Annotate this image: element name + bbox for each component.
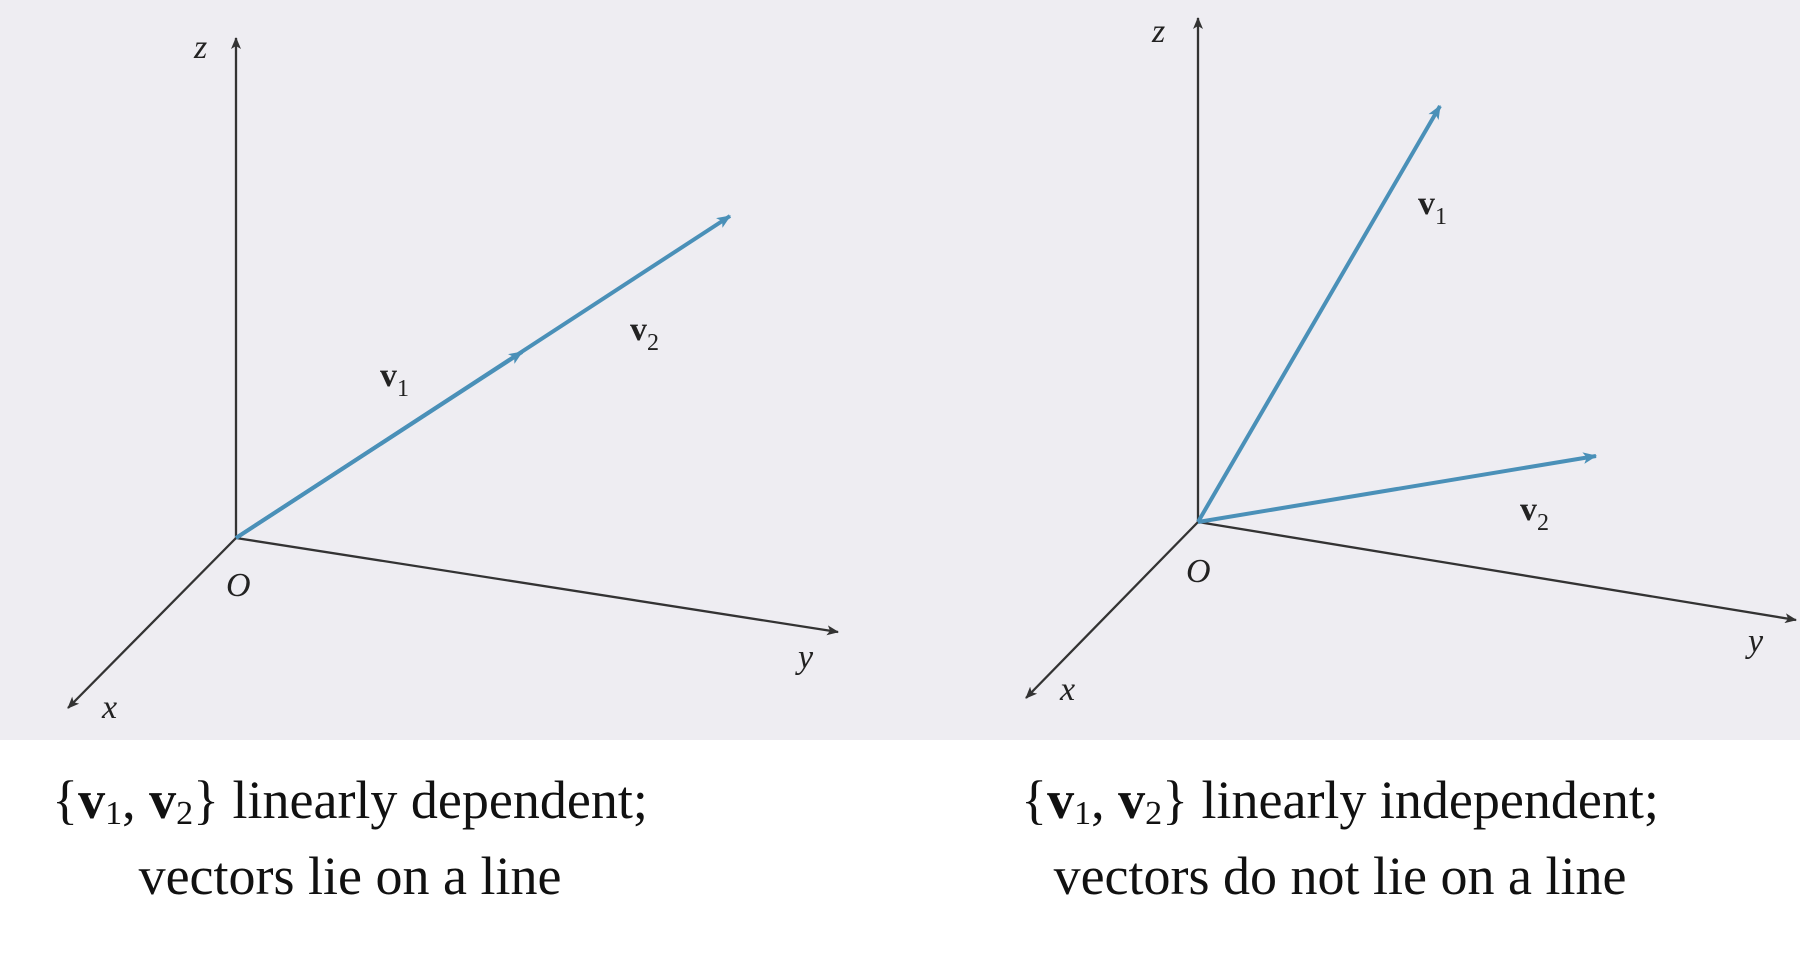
right-v2-label: v2 bbox=[1520, 491, 1549, 536]
right-x-axis bbox=[1025, 521, 1199, 699]
left-z-label: z bbox=[193, 29, 207, 66]
left-v1-label: v1 bbox=[380, 357, 409, 402]
left-x-axis bbox=[67, 537, 237, 709]
right-y-axis bbox=[1197, 520, 1797, 624]
left-caption-line-2: vectors lie on a line bbox=[138, 846, 562, 906]
right-caption-line-1: {v1, v2} linearly independent; bbox=[1021, 770, 1659, 832]
left-x-label: x bbox=[101, 689, 117, 726]
left-panel: z y x O v1 v2 bbox=[67, 29, 839, 726]
right-caption-line-2: vectors do not lie on a line bbox=[1053, 846, 1627, 906]
left-v1-vector bbox=[234, 350, 524, 540]
left-caption-line-1: {v1, v2} linearly dependent; bbox=[52, 770, 648, 832]
vector-diagram: z y x O v1 v2 z y x O v1 v2 bbox=[67, 13, 1797, 726]
right-origin-label: O bbox=[1186, 553, 1211, 590]
left-y-label: y bbox=[795, 639, 814, 676]
figure-area: z y x O v1 v2 z y x O v1 v2 bbox=[0, 0, 1800, 740]
left-y-axis bbox=[235, 536, 839, 636]
left-origin-label: O bbox=[226, 567, 251, 604]
right-y-label: y bbox=[1745, 623, 1764, 660]
right-v1-vector bbox=[1196, 104, 1442, 524]
right-v2-vector bbox=[1197, 452, 1598, 524]
left-v2-label: v2 bbox=[630, 311, 659, 356]
left-caption: {v1, v2} linearly dependent; vectors lie… bbox=[0, 762, 720, 914]
right-z-label: z bbox=[1151, 13, 1165, 50]
right-v1-label: v1 bbox=[1418, 185, 1447, 230]
right-panel: z y x O v1 v2 bbox=[1025, 13, 1797, 708]
right-caption: {v1, v2} linearly independent; vectors d… bbox=[930, 762, 1750, 914]
right-x-label: x bbox=[1059, 671, 1075, 708]
